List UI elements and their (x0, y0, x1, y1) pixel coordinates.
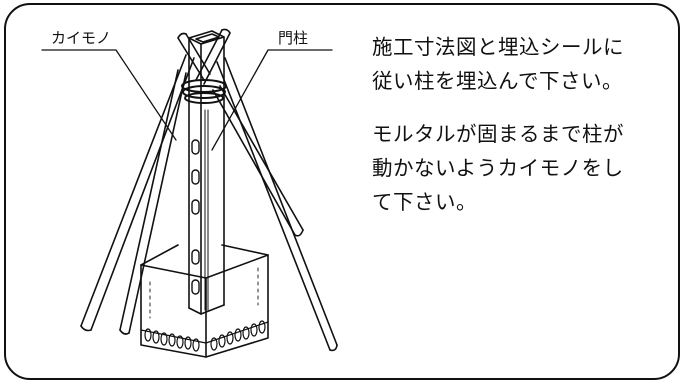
label-gate-post: 門柱 (278, 29, 309, 47)
footing-box (140, 244, 269, 358)
instruction-line: 従い柱を埋込んで下さい。 (372, 69, 623, 93)
rope-binding (181, 79, 227, 104)
instruction-line: 施工寸法図と埋込シールに (372, 35, 624, 59)
brace-pole-left-short (119, 69, 187, 335)
instruction-paragraph-2: モルタルが固まるまで柱が 動かないようカイモノをし て下さい。 (372, 117, 672, 219)
brace-pole-right-short (212, 85, 304, 237)
diagram-frame (4, 3, 680, 380)
brace-pole-right-long (216, 57, 338, 352)
instruction-line: て下さい。 (372, 190, 477, 214)
brace-pole-left-long (80, 54, 195, 332)
callout-leaders (41, 49, 333, 151)
post-holes (191, 139, 200, 295)
instruction-line: 動かないようカイモノをし (372, 156, 624, 180)
gravel-base (140, 320, 269, 352)
instruction-line: モルタルが固まるまで柱が (372, 122, 624, 146)
label-kaimono: カイモノ (51, 29, 112, 47)
instruction-paragraph-1: 施工寸法図と埋込シールに 従い柱を埋込んで下さい。 (372, 30, 672, 98)
gate-post (188, 30, 225, 315)
